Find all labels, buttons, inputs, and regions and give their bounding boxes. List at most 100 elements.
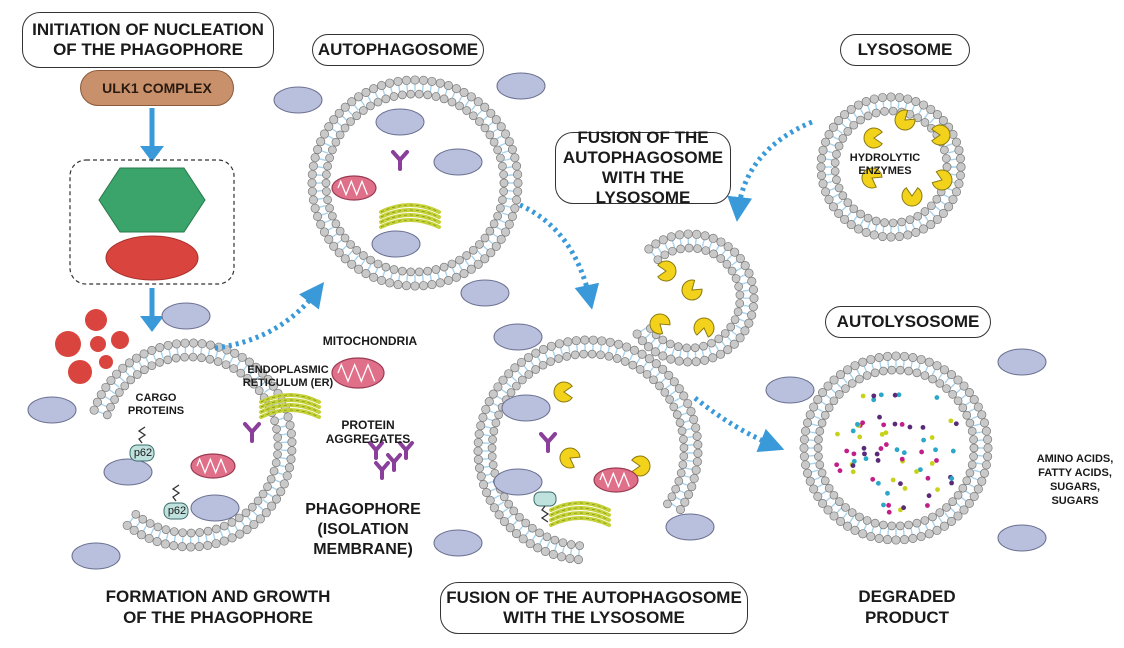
hydrolytic-enzymes-label: HYDROLYTIC ENZYMES xyxy=(849,152,921,177)
receptor-8 xyxy=(103,458,153,486)
mitochondrion-fusion xyxy=(593,467,639,493)
ulk1-complex-label: ULK1 COMPLEX xyxy=(80,70,234,106)
autophagosome-membrane xyxy=(307,75,523,291)
amino-acids-label: AMINO ACIDS, FATTY ACIDS, SUGARS, SUGARS xyxy=(1036,453,1114,507)
fusion-title-bottom: FUSION OF THE AUTOPHAGOSOME WITH THE LYS… xyxy=(440,582,748,634)
degraded-dot-20 xyxy=(870,476,876,482)
degraded-dot-24 xyxy=(860,420,866,426)
degraded-dot-12 xyxy=(925,475,931,481)
mitochondrion-autophagosome xyxy=(331,175,377,201)
degraded-dot-63 xyxy=(898,481,903,487)
degraded-dot-26 xyxy=(914,469,919,474)
degraded-dot-50 xyxy=(935,487,940,492)
er-label: ENDOPLASMIC RETICULUM (ER) xyxy=(242,364,334,389)
receptor-11 xyxy=(493,323,543,351)
degraded-dot-38 xyxy=(948,418,954,424)
degraded-dot-40 xyxy=(883,442,889,447)
receptor-1 xyxy=(496,72,546,100)
enzyme-6 xyxy=(657,260,677,282)
p62-fusion xyxy=(533,491,557,523)
receptor-9 xyxy=(190,494,240,522)
degraded-dot-34 xyxy=(890,477,896,483)
degraded-dot-47 xyxy=(949,480,954,486)
enzyme-10 xyxy=(553,381,573,403)
autolysosome-membrane xyxy=(799,351,993,545)
degraded-dot-6 xyxy=(883,430,889,436)
degraded-dot-25 xyxy=(896,392,902,398)
cargo-protein-free xyxy=(243,422,261,443)
receptor-13 xyxy=(493,468,543,496)
enzyme-2 xyxy=(931,124,951,146)
cargo-protein-autophagosome xyxy=(391,150,409,171)
degraded-dot-44 xyxy=(886,509,892,515)
receptor-16 xyxy=(765,376,815,404)
degraded-dot-23 xyxy=(862,451,867,457)
p62-label-a: p62 xyxy=(133,447,153,459)
degraded-dot-32 xyxy=(837,468,843,474)
degraded-caption: DEGRADED PRODUCT xyxy=(858,587,956,627)
degraded-dot-1 xyxy=(917,467,923,473)
degraded-dot-14 xyxy=(850,469,856,475)
mitochondria-label: MITOCHONDRIA xyxy=(322,334,418,348)
degraded-dot-31 xyxy=(850,463,856,468)
degraded-dot-8 xyxy=(881,422,887,428)
degraded-dot-16 xyxy=(925,503,930,508)
receptor-17 xyxy=(997,348,1047,376)
enzyme-9 xyxy=(693,317,715,338)
degraded-dot-27 xyxy=(874,451,880,457)
degraded-dot-59 xyxy=(907,424,913,430)
degraded-dot-35 xyxy=(892,421,898,427)
degraded-dot-15 xyxy=(877,414,882,420)
enzyme-5 xyxy=(931,169,953,191)
degraded-dot-56 xyxy=(899,456,905,462)
degraded-dot-48 xyxy=(834,462,840,468)
red-spheres xyxy=(55,309,129,384)
receptor-2 xyxy=(375,108,425,136)
enzyme-1 xyxy=(894,109,916,131)
degraded-dot-45 xyxy=(933,447,938,453)
p62-pill-b xyxy=(163,484,189,520)
enzyme-8 xyxy=(649,313,671,335)
degraded-dot-51 xyxy=(920,425,926,430)
lysosome-title: LYSOSOME xyxy=(840,34,970,66)
degraded-dot-52 xyxy=(919,449,925,455)
cargo-protein-fusion xyxy=(539,432,557,453)
mitochondrion-free xyxy=(331,357,385,389)
degraded-dot-29 xyxy=(871,397,877,403)
degraded-dot-69 xyxy=(950,448,956,454)
enzyme-7 xyxy=(681,279,703,301)
degraded-dot-58 xyxy=(835,431,840,437)
degraded-dot-67 xyxy=(875,458,881,463)
receptor-6 xyxy=(161,302,211,330)
degraded-dot-62 xyxy=(929,461,935,466)
dotted-arrows xyxy=(214,119,813,453)
degraded-dot-28 xyxy=(934,458,939,463)
degraded-dot-0 xyxy=(844,448,850,454)
initiation-title: INITIATION OF NUCLEATION OF THE PHAGOPHO… xyxy=(22,12,274,68)
receptor-0 xyxy=(273,86,323,114)
degraded-dot-66 xyxy=(879,431,885,437)
degraded-dot-41 xyxy=(875,480,881,486)
degraded-dot-21 xyxy=(949,476,955,481)
degraded-dot-65 xyxy=(894,447,900,453)
receptor-5 xyxy=(460,279,510,307)
green-hexagon xyxy=(98,167,206,233)
receptor-12 xyxy=(501,394,551,422)
degraded-dot-64 xyxy=(899,421,905,427)
p62-label-b: p62 xyxy=(167,505,187,517)
autolysosome-title: AUTOLYSOSOME xyxy=(825,306,991,338)
degraded-dot-5 xyxy=(881,502,886,508)
fusion-title-top: FUSION OF THE AUTOPHAGOSOME WITH THE LYS… xyxy=(555,128,731,207)
degraded-dot-9 xyxy=(850,428,856,434)
degraded-dot-11 xyxy=(953,421,959,427)
enzyme-11 xyxy=(559,447,581,469)
degraded-dot-55 xyxy=(901,505,907,511)
degraded-dot-49 xyxy=(855,421,860,427)
autophagosome-title: AUTOPHAGOSOME xyxy=(312,34,484,66)
degraded-dot-30 xyxy=(929,435,935,440)
er-autophagosome xyxy=(379,203,441,229)
cargo-proteins-label: CARGO PROTEINS xyxy=(127,392,185,417)
solid-arrow-1 xyxy=(140,108,164,162)
degraded-dot-33 xyxy=(851,458,857,464)
